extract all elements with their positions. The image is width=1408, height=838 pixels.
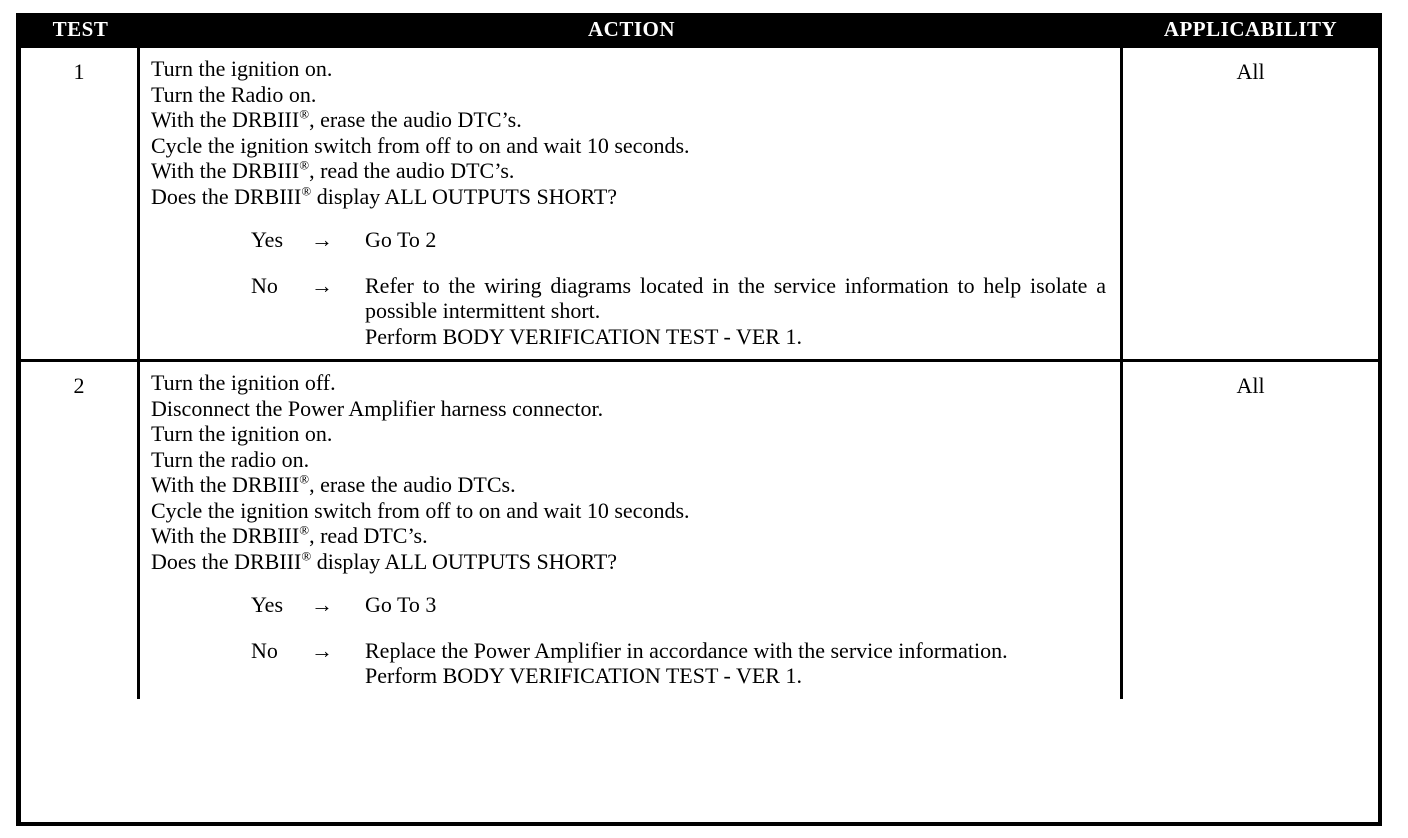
branch-label: No xyxy=(251,272,278,298)
action-cell: Turn the ignition on.Turn the Radio on.W… xyxy=(140,48,1123,359)
branch-list: Yes → Go To 2 No → Refer to the wiring diagra… xyxy=(151,227,1110,349)
branch-yes: Yes → Go To 2 xyxy=(151,227,1110,253)
table-header-row: TEST ACTION APPLICABILITY xyxy=(21,13,1378,45)
branch-label: Yes xyxy=(251,592,284,617)
applicability-cell: All xyxy=(1236,59,1265,84)
arrow-right-icon: → xyxy=(311,592,333,617)
branch-text: Go To 3 xyxy=(365,592,1110,618)
branch-list: Yes → Go To 3 No → Replace the Power Amplifie… xyxy=(151,592,1110,689)
branch-text-line: Replace the Power Amplifier in accordanc… xyxy=(365,637,1008,663)
action-step-line: Turn the ignition off. xyxy=(151,370,336,395)
branch-text: Refer to the wiring diagrams located in … xyxy=(365,273,1110,350)
arrow-right-icon: → xyxy=(311,227,333,252)
action-step-line: With the DRBIII®, erase the audio DTCs. xyxy=(151,471,516,497)
branch-text-line: Refer to the wiring diagrams located in … xyxy=(365,272,1106,324)
action-step-line: With the DRBIII®, read DTC’s. xyxy=(151,522,428,548)
applicability-cell: All xyxy=(1236,373,1265,398)
action-step-line: Turn the ignition on. xyxy=(151,421,333,446)
branch-label: Yes xyxy=(251,227,284,252)
test-number-cell: 2 xyxy=(21,362,140,699)
action-step-line: Turn the Radio on. xyxy=(151,81,317,107)
action-step-line: With the DRBIII®, read the audio DTC’s. xyxy=(151,157,515,183)
action-step-line: Cycle the ignition switch from off to on… xyxy=(151,497,690,523)
column-header-applicability: APPLICABILITY xyxy=(1163,16,1338,41)
arrow-right-icon: → xyxy=(311,272,333,298)
branch-no: No → Replace the Power Amplifier in accord… xyxy=(151,638,1110,689)
action-cell: Turn the ignition off.Disconnect the Pow… xyxy=(140,362,1123,699)
branch-text-line: Perform BODY VERIFICATION TEST - VER 1. xyxy=(365,323,802,349)
arrow-right-icon: → xyxy=(311,637,333,663)
test-number-cell: 1 xyxy=(21,48,140,359)
action-step-line: Does the DRBIII® display ALL OUTPUTS SHO… xyxy=(151,183,618,209)
column-header-test: TEST xyxy=(52,16,109,41)
branch-text-line: Perform BODY VERIFICATION TEST - VER 1. xyxy=(365,663,802,688)
action-step-line: Turn the radio on. xyxy=(151,446,310,472)
branch-text-line: Go To 3 xyxy=(365,592,437,617)
branch-text: Go To 2 xyxy=(365,227,1110,253)
branch-yes: Yes → Go To 3 xyxy=(151,592,1110,618)
action-step-line: Turn the ignition on. xyxy=(151,56,333,81)
action-step-line: Does the DRBIII® display ALL OUTPUTS SHO… xyxy=(151,548,618,574)
action-step-line: Cycle the ignition switch from off to on… xyxy=(151,132,690,158)
branch-text: Replace the Power Amplifier in accordanc… xyxy=(365,638,1110,689)
action-step-line: With the DRBIII®, erase the audio DTC’s. xyxy=(151,106,522,132)
column-header-action: ACTION xyxy=(587,16,675,41)
branch-label: No xyxy=(251,637,278,663)
action-step-line: Disconnect the Power Amplifier harness c… xyxy=(151,395,604,421)
branch-text-line: Go To 2 xyxy=(365,227,437,252)
branch-no: No → Refer to the wiring diagrams located … xyxy=(151,273,1110,350)
